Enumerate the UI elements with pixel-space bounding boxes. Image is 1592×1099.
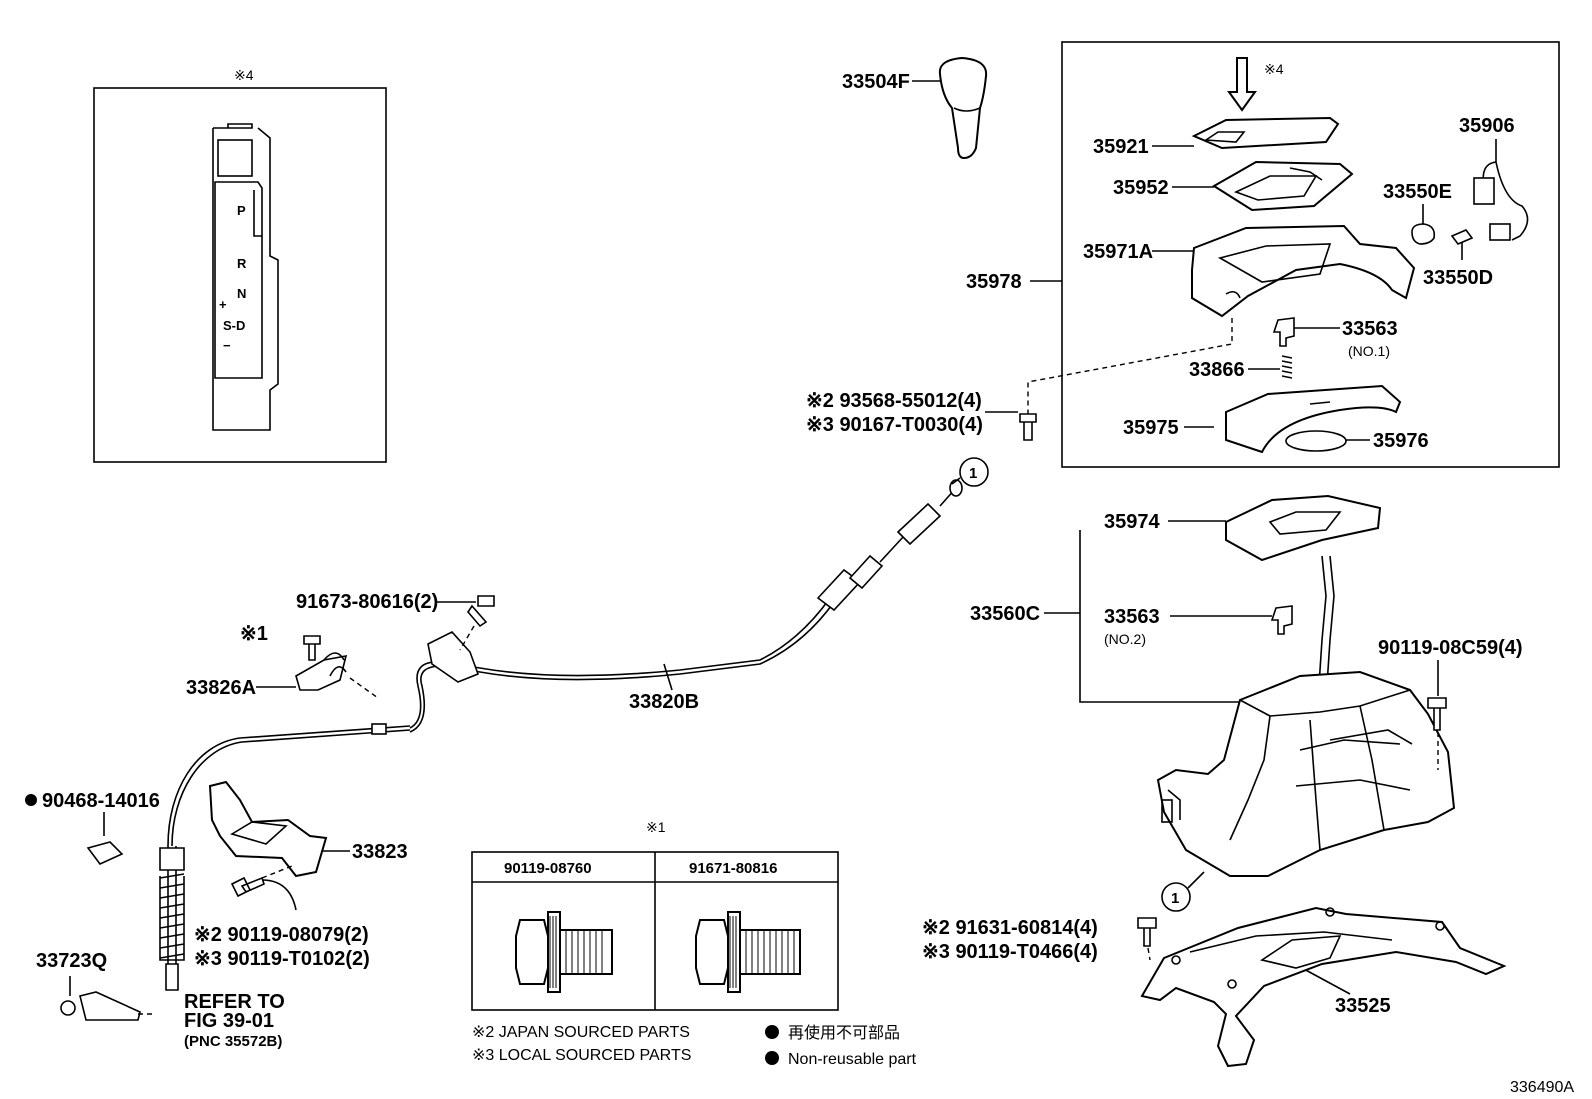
legend-local: ※3 LOCAL SOURCED PARTS (472, 1047, 691, 1064)
part-33525-bracket (1140, 906, 1507, 1068)
label-33550D: 33550D (1423, 267, 1493, 289)
shift-cable-33820B (159, 479, 963, 991)
box-marker: ※4 (1264, 61, 1284, 77)
bolt-drawing-91671-80816 (695, 911, 801, 993)
legend-non-reusable: Non-reusable part (788, 1051, 917, 1068)
gate-r: R (237, 256, 247, 271)
label-33823: 33823 (352, 841, 408, 863)
part-33723Q (60, 1000, 76, 1016)
shift-gate-indicator: P R N + S-D − (212, 123, 279, 431)
bolt-drawing-90119-08760 (515, 911, 613, 993)
label-no2: (NO.2) (1104, 631, 1146, 647)
label-35952: 35952 (1113, 177, 1169, 199)
label-33563-1: 33563 (1342, 318, 1398, 340)
bolt-33826-icon (303, 635, 321, 661)
label-91673-80616: 91673-80616(2) (296, 591, 438, 613)
shift-lever-housing (1156, 670, 1456, 877)
part-33823-bracket (208, 780, 328, 878)
bolt-08C59-icon (1427, 697, 1447, 731)
table-marker: ※1 (646, 819, 666, 835)
part-35921 (1191, 116, 1340, 150)
label-35906: 35906 (1459, 115, 1515, 137)
label-bolt3-a: ※2 91631-60814(4) (922, 917, 1098, 939)
label-33550E: 33550E (1383, 181, 1452, 203)
label-bolt2-a: ※2 90119-08079(2) (194, 924, 369, 946)
arrow-icon (1227, 57, 1257, 112)
legend-dot-2 (765, 1051, 779, 1065)
bolt-91631-icon (1137, 917, 1157, 947)
legend-japan: ※2 JAPAN SOURCED PARTS (472, 1024, 690, 1041)
bolt-icon (1019, 413, 1037, 441)
label-90468-14016: 90468-14016 (42, 790, 160, 812)
nonreusable-dot (25, 794, 37, 806)
callout-1-top-text: 1 (969, 465, 977, 482)
part-33550D (1450, 229, 1474, 245)
part-33563-no1 (1272, 317, 1295, 347)
label-35976: 35976 (1373, 430, 1429, 452)
label-bolt1-a: ※2 93568-55012(4) (806, 390, 982, 412)
table-col-2: 91671-80816 (689, 860, 777, 877)
part-35906 (1473, 161, 1529, 241)
legend-dot-1 (765, 1025, 779, 1039)
part-33866-spring (1281, 355, 1293, 379)
label-33820B: 33820B (629, 691, 699, 713)
label-35921: 35921 (1093, 136, 1149, 158)
label-33723Q: 33723Q (36, 950, 107, 972)
inset-frame (93, 87, 387, 463)
part-retainer (79, 991, 141, 1021)
assembly-frame-35978 (1061, 41, 1560, 468)
label-35974: 35974 (1104, 511, 1160, 533)
shift-lever-rod (1317, 555, 1327, 701)
bolt-33823-icon (230, 876, 265, 898)
label-refer-1: REFER TO (184, 991, 285, 1013)
label-33560C: 33560C (970, 603, 1040, 625)
label-no1: (NO.1) (1348, 343, 1390, 359)
label-33826A: 33826A (186, 677, 256, 699)
callout-1-bottom (1161, 882, 1191, 912)
part-35976 (1285, 430, 1347, 452)
label-35978: 35978 (966, 271, 1022, 293)
part-35971A (1191, 224, 1416, 318)
label-33563-2: 33563 (1104, 606, 1160, 628)
inset-marker: ※4 (234, 67, 254, 83)
part-35952 (1212, 160, 1354, 212)
part-33826A (295, 654, 348, 691)
bolt-table: 90119-08760 91671-80816 (471, 851, 839, 1011)
gate-p: P (237, 203, 246, 218)
callout-1-top (959, 457, 989, 487)
diagram-code: 336490A (1510, 1079, 1574, 1096)
part-33550E (1411, 223, 1436, 245)
label-33525: 33525 (1335, 995, 1391, 1017)
label-35975: 35975 (1123, 417, 1179, 439)
gate-plus: + (219, 297, 227, 312)
label-bolt3-b: ※3 90119-T0466(4) (922, 941, 1098, 963)
label-33866: 33866 (1189, 359, 1245, 381)
part-35975 (1225, 384, 1402, 454)
part-90468-clip (86, 841, 124, 865)
label-bolt2-b: ※3 90119-T0102(2) (194, 948, 370, 970)
gate-n: N (237, 286, 246, 301)
gate-sd: S-D (223, 318, 245, 333)
label-bolt1-b: ※3 90167-T0030(4) (806, 414, 983, 436)
shift-knob (938, 56, 988, 160)
label-mark1: ※1 (240, 623, 268, 645)
bolt-91673-icon (466, 595, 495, 628)
legend-jp-nonreusable: 再使用不可部品 (788, 1024, 900, 1042)
callout-1-bottom-text: 1 (1171, 890, 1179, 907)
label-33504F: 33504F (842, 71, 910, 93)
label-refer-3: (PNC 35572B) (184, 1033, 282, 1050)
label-90119-08C59: 90119-08C59(4) (1378, 637, 1523, 659)
table-col-1: 90119-08760 (504, 860, 592, 877)
label-refer-2: FIG 39-01 (184, 1010, 274, 1032)
gate-minus: − (223, 338, 231, 353)
part-35974 (1225, 494, 1382, 562)
label-35971A: 35971A (1083, 241, 1153, 263)
part-33563-no2 (1270, 605, 1293, 635)
